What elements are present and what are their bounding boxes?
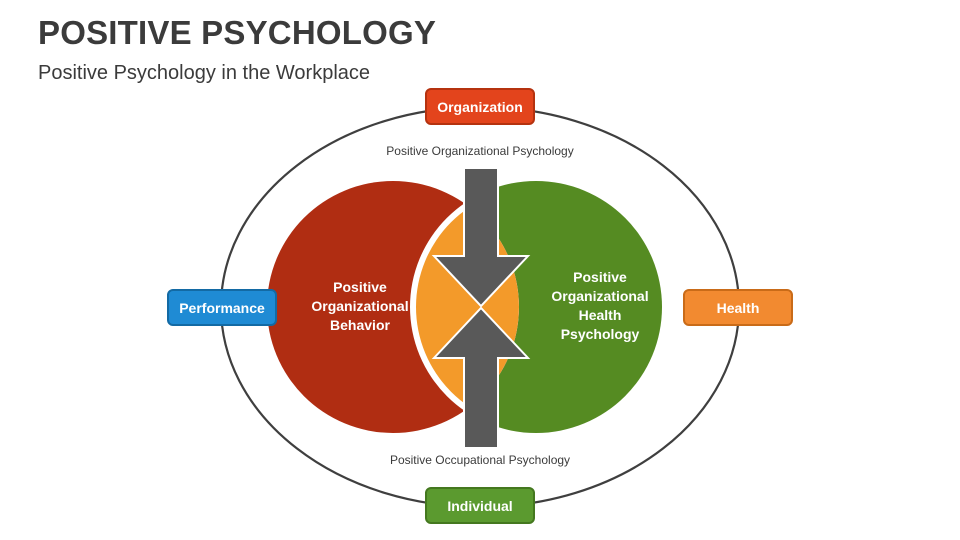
ring-label-bottom: Positive Occupational Psychology (389, 453, 571, 467)
left-circle-label: Positive Organizational Behavior (290, 278, 430, 335)
left-circle-line: Positive (333, 279, 387, 295)
health-box: Health (683, 289, 793, 326)
performance-box: Performance (167, 289, 277, 326)
page-title: POSITIVE PSYCHOLOGY (38, 14, 437, 51)
ring-label-top: Positive Organizational Psychology (386, 144, 574, 158)
right-circle-line: Positive (573, 269, 627, 285)
right-circle-line: Health (578, 307, 622, 323)
right-circle-line: Organizational (551, 288, 649, 304)
individual-box: Individual (425, 487, 535, 524)
up-arrow-shape (431, 306, 531, 449)
left-circle-line: Organizational (311, 298, 409, 314)
right-circle-line: Psychology (560, 326, 640, 342)
organization-box: Organization (425, 88, 535, 125)
left-circle-line: Behavior (330, 317, 390, 333)
page-subtitle: Positive Psychology in the Workplace (38, 62, 371, 84)
down-arrow-shape (431, 167, 531, 308)
right-circle-label: Positive Organizational Health Psycholog… (530, 268, 670, 344)
